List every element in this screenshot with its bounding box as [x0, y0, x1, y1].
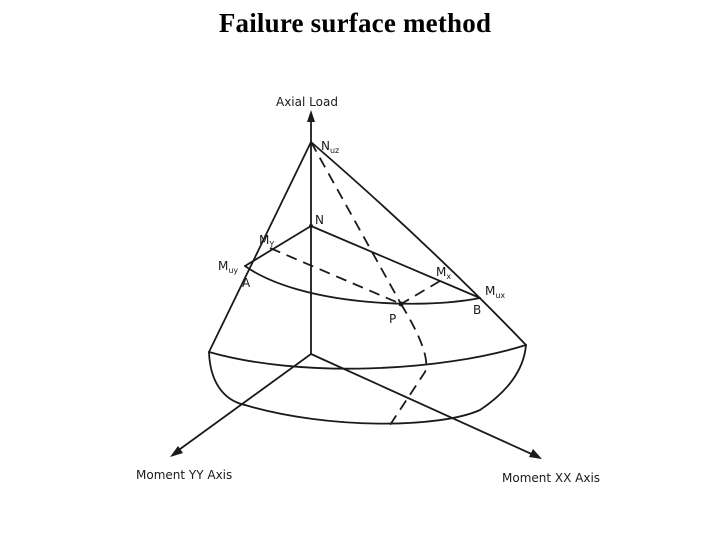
section-nx-line [310, 225, 481, 299]
moment-xx-axis [310, 353, 537, 457]
point-p-marker [398, 301, 404, 307]
point-n-marker [309, 224, 313, 228]
axial-load-arrowhead [307, 110, 315, 122]
label-n: N [315, 213, 324, 227]
section-ny-line [244, 225, 312, 267]
label-p: P [389, 312, 396, 326]
label-a: A [242, 276, 251, 290]
label-b: B [473, 303, 481, 317]
cone-left-edge [208, 141, 312, 353]
moment-yy-arrowhead [170, 446, 183, 457]
bowl-bottom [244, 404, 481, 425]
moment-yy-axis [175, 353, 312, 453]
moment-yy-label: Moment YY Axis [136, 468, 232, 482]
dash-my-to-p [269, 247, 402, 305]
section-curve-ab [244, 265, 481, 305]
moment-xx-arrowhead [529, 449, 542, 459]
slide-title: Failure surface method [218, 8, 492, 38]
base-ellipse-front [208, 344, 527, 370]
dash-mx-to-p [400, 280, 441, 305]
label-muy: Muy [218, 259, 238, 275]
bowl-right [479, 344, 527, 411]
label-mux: Mux [485, 284, 505, 300]
cone-right-edge [310, 141, 527, 346]
bowl-left [208, 351, 246, 406]
dash-nuz-to-p [310, 141, 402, 305]
moment-xx-label: Moment XX Axis [502, 471, 600, 485]
axial-load-label: Axial Load [276, 95, 338, 109]
label-mx: Mx [436, 265, 451, 281]
label-my: MY [259, 233, 274, 249]
dash-p-to-bottom [387, 303, 428, 429]
label-nuz: Nuz [321, 139, 339, 155]
